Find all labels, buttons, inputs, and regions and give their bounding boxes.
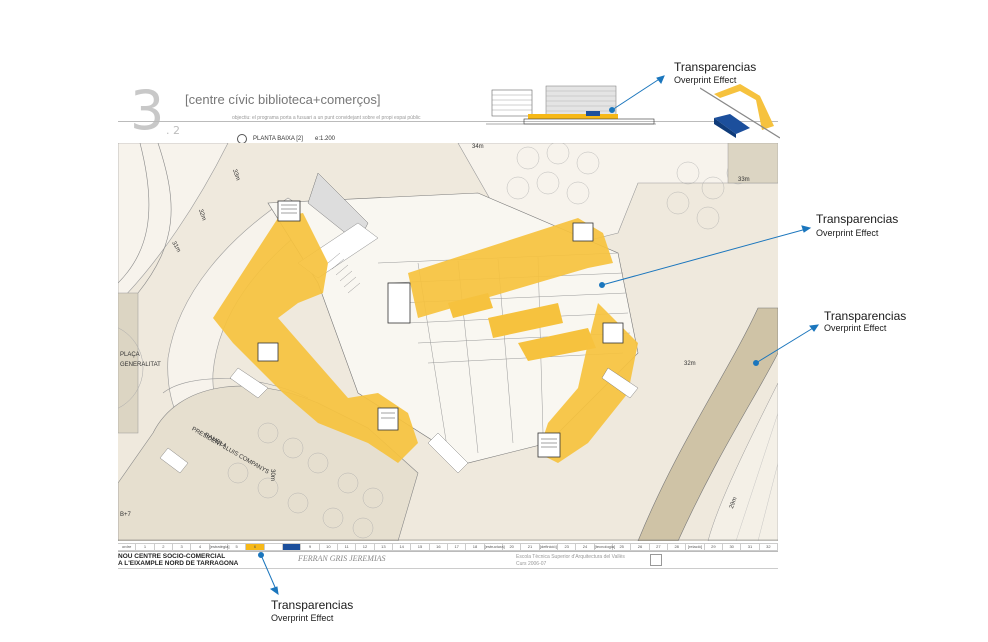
- scale-cell: 6: [246, 544, 265, 550]
- scale-cell: 14: [393, 544, 412, 550]
- scale-cell: [estructura]: [484, 544, 505, 550]
- school-line2: Curs 2006-07: [516, 561, 547, 567]
- scale-cell: 28: [668, 544, 687, 550]
- plan-scale: e:1.200: [315, 136, 336, 142]
- footer-rule: [118, 568, 778, 569]
- scale-cell: 26: [631, 544, 650, 550]
- callout-4-title: Transparencias: [271, 598, 354, 612]
- scale-cell: [283, 544, 302, 550]
- scale-cell: 32: [760, 544, 778, 550]
- scale-cell: 30: [723, 544, 742, 550]
- sheet-sub-number: . 2: [166, 124, 180, 137]
- callout-2-title: Transparencias: [816, 212, 899, 226]
- callout-3-subtitle: Overprint Effect: [824, 323, 887, 333]
- header-elevation: [486, 85, 656, 125]
- scale-cell: 15: [411, 544, 430, 550]
- header-rule: [118, 121, 778, 122]
- author-name: FERRAN GRIS JEREMIAS: [298, 554, 386, 563]
- scale-cell: 24: [576, 544, 595, 550]
- scale-cell: 17: [448, 544, 467, 550]
- project-title-line1: NOU CENTRE SOCIO-COMERCIAL: [118, 553, 226, 560]
- scale-cell: [tecnologia]: [594, 544, 616, 550]
- scale-cell: 29: [705, 544, 723, 550]
- header-logo-sketch: [700, 84, 780, 139]
- scale-cell: 18: [466, 544, 485, 550]
- sheet-title: [centre cívic biblioteca+comerços]: [185, 92, 381, 107]
- label-b7: B+7: [120, 512, 131, 518]
- scale-cell: 10: [320, 544, 338, 550]
- school-line1: Escola Tècnica Superior d'Arquitectura d…: [516, 554, 625, 560]
- callout-1-title: Transparencias: [674, 60, 757, 74]
- sheet-objective: objectiu: el programa porta a fusuari a …: [232, 115, 421, 121]
- scale-cell: [estratègia]: [209, 544, 230, 550]
- scale-cell: 2: [155, 544, 173, 550]
- scale-cell: 1: [136, 544, 155, 550]
- scale-cell: 4: [191, 544, 210, 550]
- plan-name: PLANTA BAIXA [2]: [253, 136, 303, 142]
- scale-cell: [definició]: [539, 544, 558, 550]
- scale-cell: 21: [521, 544, 540, 550]
- scale-cell: 5: [228, 544, 247, 550]
- scale-cell: 16: [430, 544, 448, 550]
- scale-cell: 3: [173, 544, 192, 550]
- dim-33m-right: 33m: [738, 177, 750, 183]
- label-generalitat: GENERALITAT: [120, 362, 161, 368]
- callout-4-subtitle: Overprint Effect: [271, 613, 334, 623]
- sheet-number: 3: [130, 79, 165, 142]
- scale-cell: [relació]: [686, 544, 705, 550]
- scale-cell: 13: [375, 544, 393, 550]
- bottom-rule: [118, 551, 778, 552]
- scale-cell: 11: [338, 544, 357, 550]
- scale-cell: 20: [503, 544, 522, 550]
- callout-1-subtitle: Overprint Effect: [674, 75, 737, 85]
- scale-cell: 23: [558, 544, 577, 550]
- scale-cell: 25: [613, 544, 632, 550]
- project-title-line2: A L'EIXAMPLE NORD DE TARRAGONA: [118, 560, 239, 567]
- dim-34m: 34m: [472, 144, 484, 150]
- scale-cell: ordre: [118, 544, 137, 550]
- scale-cell: 12: [356, 544, 375, 550]
- label-placa: PLAÇA: [120, 352, 140, 358]
- floor-plan: [118, 143, 778, 541]
- callout-3-title: Transparencias: [824, 309, 907, 323]
- scale-cell: 27: [650, 544, 668, 550]
- school-logo-icon: [650, 554, 662, 566]
- dim-32m-right: 32m: [684, 361, 696, 367]
- scale-cell: 9: [301, 544, 320, 550]
- scale-cell: [265, 544, 283, 550]
- callout-2-subtitle: Overprint Effect: [816, 228, 879, 238]
- scale-cell: 31: [741, 544, 760, 550]
